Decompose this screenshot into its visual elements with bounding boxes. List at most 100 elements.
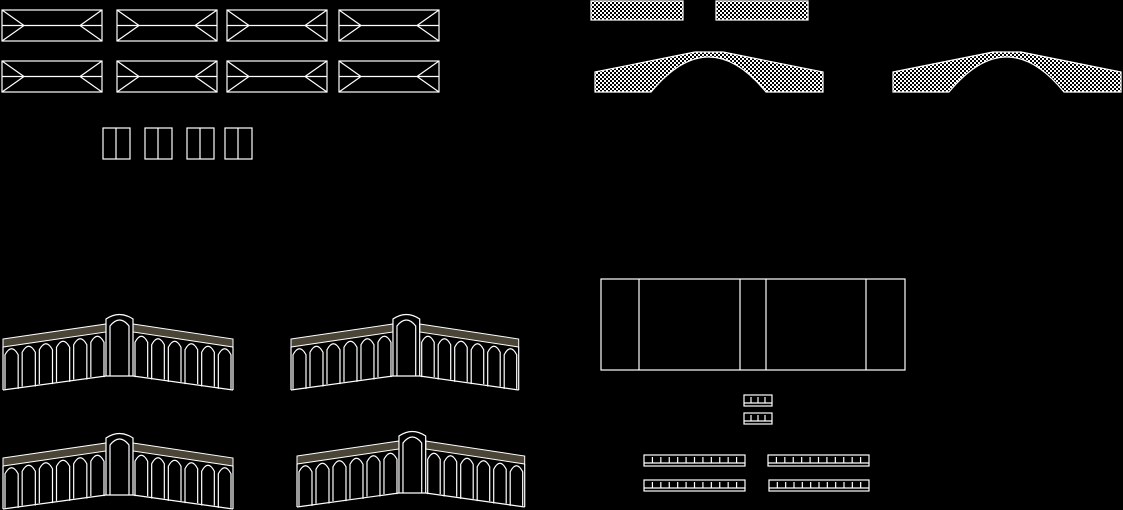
railing-outline (643, 479, 746, 492)
arch (90, 335, 105, 378)
roof-plan (116, 60, 218, 93)
bridge-ends (2, 347, 234, 390)
arch (73, 338, 88, 380)
bridge-ends (2, 466, 234, 509)
arch (377, 335, 392, 378)
arch (134, 335, 149, 378)
elevation-block (600, 278, 906, 371)
arch (151, 457, 165, 499)
roof-hip-lines (1, 60, 103, 93)
arch (217, 348, 232, 389)
roof-plan (1, 9, 103, 42)
block-outline (600, 278, 906, 371)
roof-plan (226, 60, 328, 93)
arch (167, 340, 182, 382)
bridge-elevation (296, 430, 526, 508)
railing-outline (768, 479, 870, 492)
central-tower (105, 432, 134, 495)
roof-hip-lines (226, 60, 328, 93)
arch-section (594, 51, 824, 93)
arch (4, 467, 19, 508)
arch (184, 343, 199, 385)
railing-outline (743, 412, 773, 425)
roof-plan (226, 9, 328, 42)
bridge-ends (296, 464, 526, 507)
bridge-base (290, 375, 519, 391)
arch (503, 348, 518, 389)
railing-strip (643, 454, 746, 467)
arch (184, 462, 199, 504)
roof-band (2, 323, 234, 348)
arch (470, 343, 485, 385)
arch (201, 464, 215, 506)
arch (73, 457, 88, 499)
arch (509, 465, 524, 506)
central-tower (392, 313, 421, 376)
arch (427, 452, 441, 495)
roof-hip-lines (1, 9, 103, 42)
arch (292, 348, 307, 389)
arch (217, 467, 232, 508)
arch (360, 338, 375, 380)
bridge-base (296, 492, 525, 508)
roof-hip-lines (226, 9, 328, 42)
roof-band (2, 442, 234, 467)
bridge-base (2, 494, 234, 510)
arch (38, 462, 54, 504)
arch (349, 457, 364, 499)
arch (309, 345, 324, 387)
railing-strip (768, 479, 870, 492)
arch (315, 462, 330, 504)
tower-arch (109, 319, 130, 376)
tower-arch (396, 319, 417, 376)
railing-strip (743, 394, 773, 407)
arch (21, 464, 36, 506)
roof-plan (338, 9, 440, 42)
arch (201, 345, 215, 387)
bridge-ends (290, 347, 520, 390)
roof-band (296, 440, 526, 465)
arch (443, 455, 458, 497)
railing-outline (767, 454, 870, 467)
arch (366, 455, 381, 497)
arch (343, 340, 358, 382)
bridge-elevation (2, 432, 234, 510)
roof-hip-lines (338, 9, 440, 42)
roof-band (290, 323, 520, 348)
roof-hip-lines (116, 9, 218, 42)
arch (493, 462, 507, 504)
roof-hip-lines (338, 60, 440, 93)
tower-arch (109, 438, 130, 495)
arch (383, 452, 398, 495)
railing-outline (743, 394, 773, 407)
arch (326, 343, 341, 385)
central-tower (398, 430, 427, 493)
arch (332, 460, 347, 502)
roof-plan (1, 60, 103, 93)
small-panel (224, 127, 253, 160)
railing-outline (643, 454, 746, 467)
roof-hip-lines (116, 60, 218, 93)
roof-plan (116, 9, 218, 42)
roof-plan (338, 60, 440, 93)
arch (21, 345, 36, 387)
small-panel (144, 127, 173, 160)
small-panel (102, 127, 131, 160)
arch-section (892, 51, 1122, 93)
arch (476, 460, 491, 502)
bridge-base (2, 375, 234, 391)
arch (90, 454, 105, 497)
arch (134, 454, 149, 497)
arch (298, 465, 313, 506)
tower-arch (402, 436, 423, 493)
arch (4, 348, 19, 389)
bridge-elevation (2, 313, 234, 391)
railing-strip (767, 454, 870, 467)
hatched-block (715, 0, 809, 21)
arch (454, 340, 468, 382)
arch (167, 459, 182, 501)
arch (487, 345, 501, 387)
small-panel (186, 127, 215, 160)
railing-strip (643, 479, 746, 492)
